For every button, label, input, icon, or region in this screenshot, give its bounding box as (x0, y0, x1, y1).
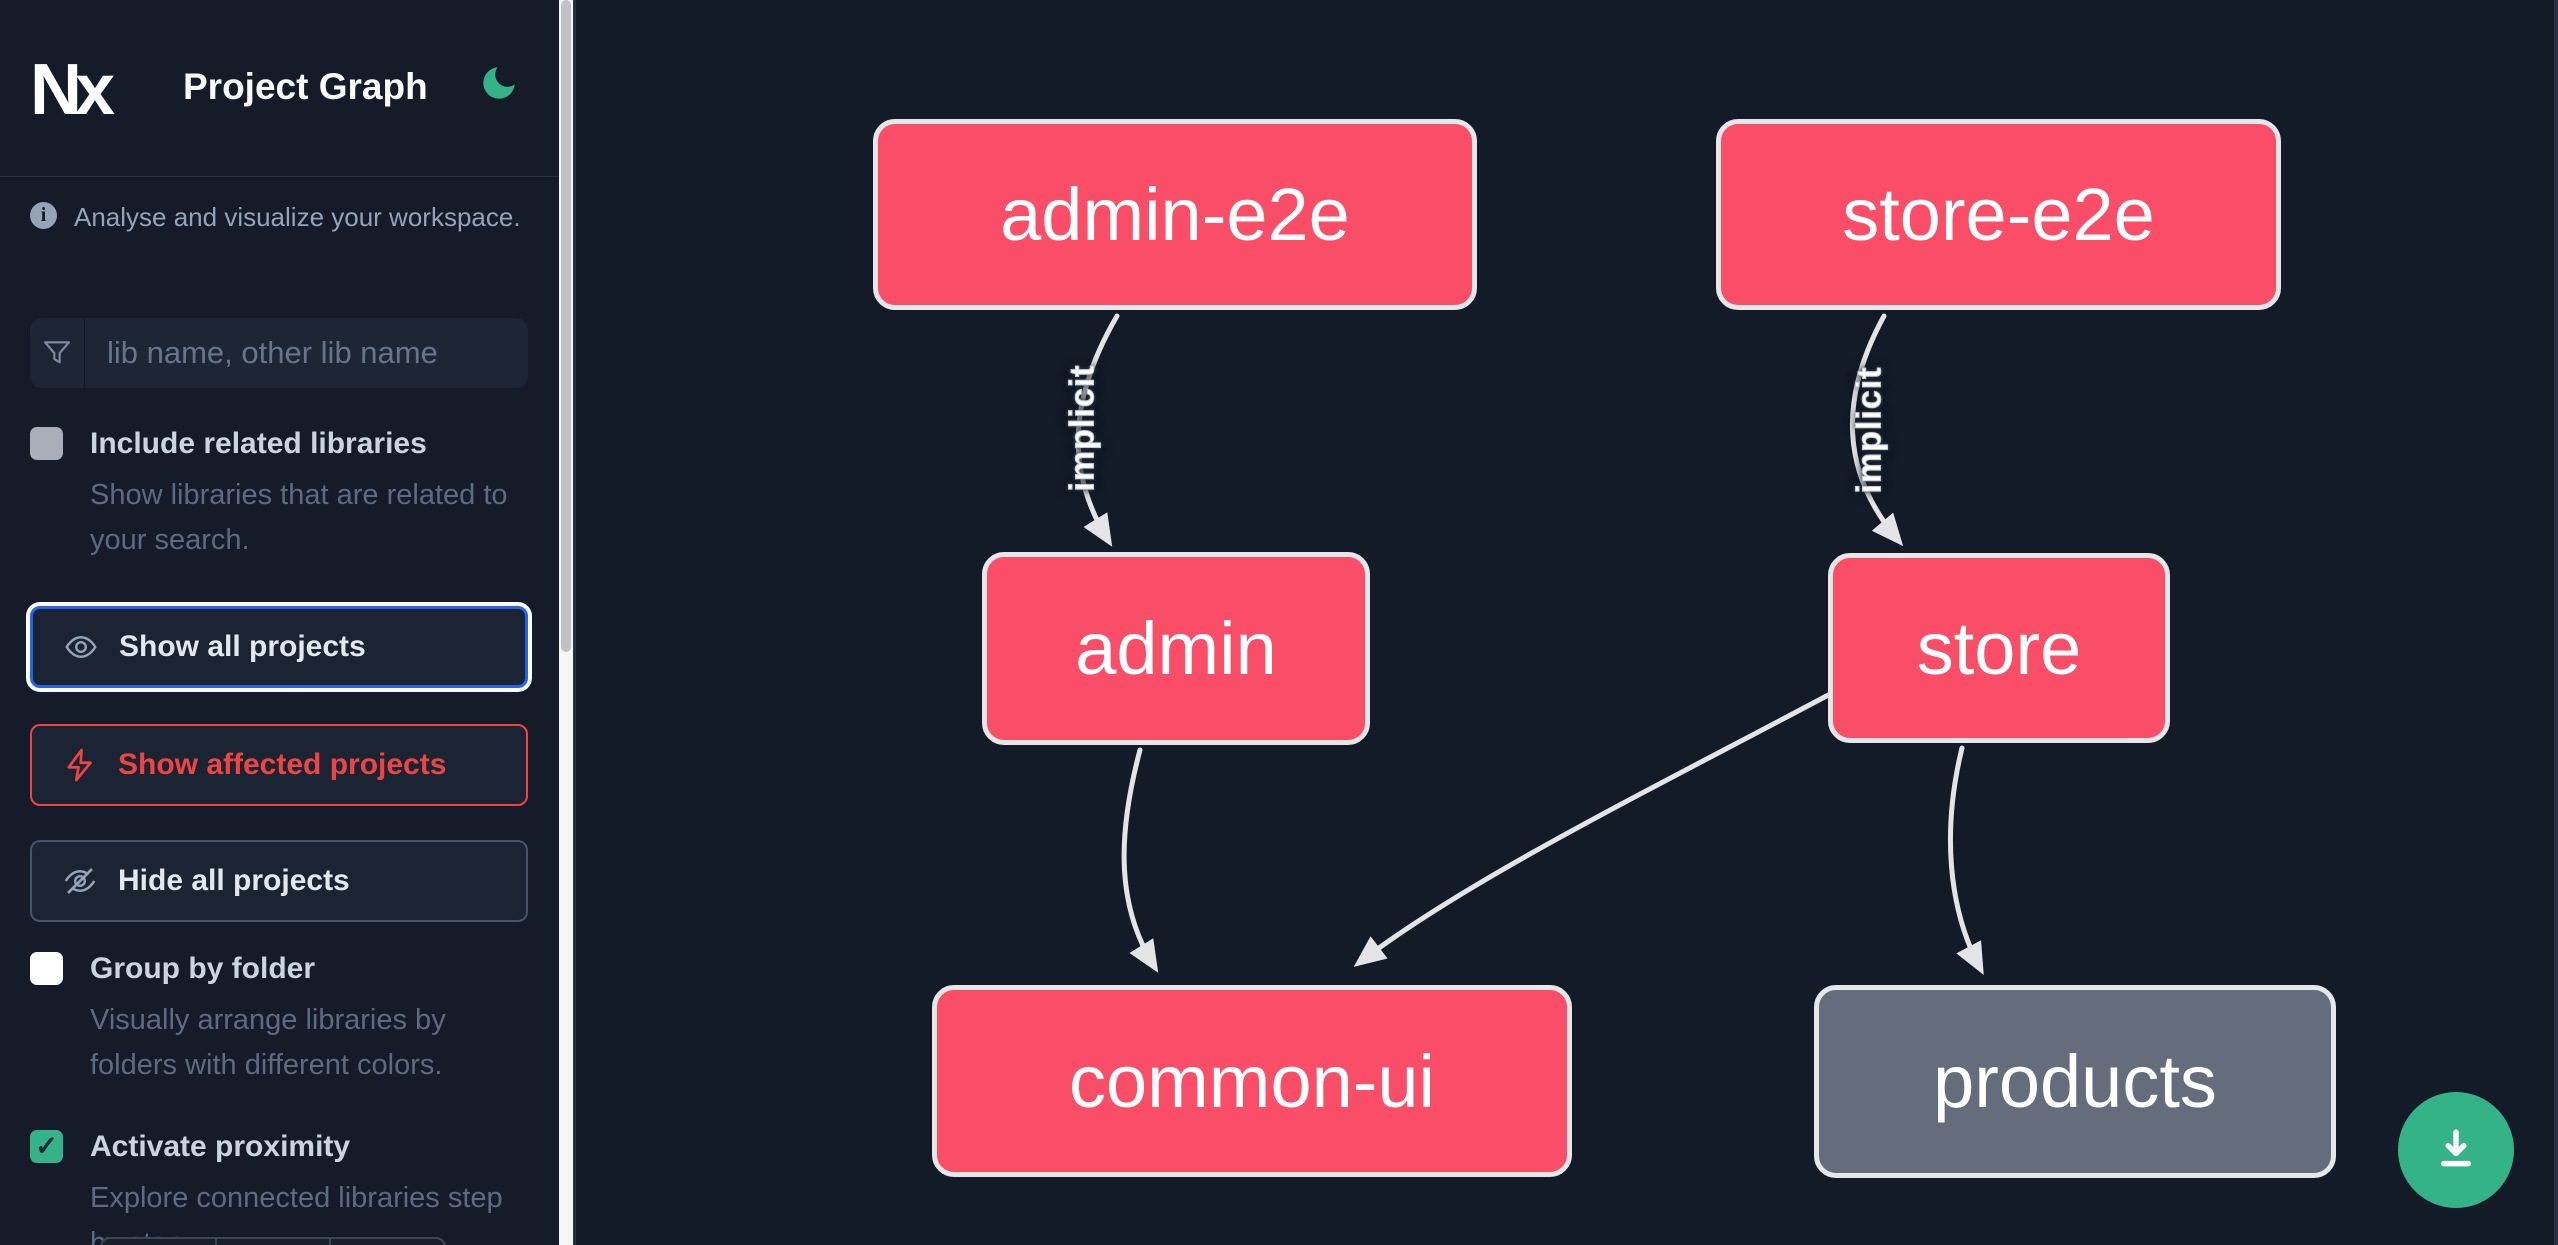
tagline-row: Analyse and visualize your workspace. (30, 200, 530, 234)
hide-all-projects-button[interactable]: Hide all projects (30, 840, 528, 922)
eye-icon (63, 629, 99, 665)
node-common-ui[interactable]: common-ui (932, 985, 1572, 1177)
toggle-label[interactable]: Group by folder (90, 952, 315, 985)
scrollbar-thumb[interactable] (561, 0, 571, 652)
edge-label-implicit: implicit (1850, 366, 1889, 494)
node-store-e2e[interactable]: store-e2e (1716, 119, 2281, 310)
toggle-description: Visually arrange libraries by folders wi… (90, 1004, 446, 1081)
eye-off-icon (62, 863, 98, 899)
node-store[interactable]: store (1828, 553, 2170, 743)
header: Nx Project Graph (30, 40, 530, 140)
edge-store-to-common-ui (1353, 689, 1837, 967)
node-admin-e2e[interactable]: admin-e2e (873, 119, 1477, 310)
toggle-label[interactable]: Activate proximity (90, 1130, 351, 1163)
sidebar: Nx Project Graph Analyse and visualize y… (0, 0, 559, 1245)
node-label: common-ui (1069, 1039, 1435, 1123)
funnel-icon (30, 318, 85, 388)
edge-admin-to-common-ui (1121, 747, 1159, 973)
node-admin[interactable]: admin (982, 552, 1370, 745)
moon-icon[interactable] (478, 62, 520, 104)
search-box (30, 318, 528, 388)
checkbox-activate-proximity[interactable] (30, 1130, 63, 1163)
segment-button[interactable] (217, 1239, 332, 1245)
nx-logo: Nx (30, 50, 115, 130)
node-products[interactable]: products (1814, 985, 2336, 1178)
bolt-icon (62, 747, 98, 783)
checkbox-include-related[interactable] (30, 427, 63, 460)
info-icon (30, 202, 57, 229)
bottom-segmented-control (100, 1237, 446, 1245)
download-image-button[interactable] (2398, 1092, 2514, 1208)
edge-store-to-products (1947, 745, 1984, 976)
show-all-projects-button[interactable]: Show all projects (30, 606, 528, 688)
page-title: Project Graph (183, 66, 428, 107)
search-input[interactable] (85, 318, 528, 388)
button-label: Show all projects (119, 630, 366, 663)
window-scrollbar[interactable] (2554, 0, 2558, 1245)
node-label: admin (1075, 607, 1277, 690)
edge-label-implicit: implicit (1063, 364, 1102, 492)
edge-admin-e2e-to-admin (1075, 313, 1120, 547)
checkbox-group-by-folder[interactable] (30, 952, 63, 985)
sidebar-scrollbar[interactable] (559, 0, 573, 1245)
segment-button[interactable] (331, 1239, 444, 1245)
header-divider (0, 176, 559, 177)
button-label: Show affected projects (118, 748, 447, 781)
edge-store-e2e-to-store (1849, 313, 1904, 547)
node-label: store (1916, 606, 2082, 690)
toggle-label[interactable]: Include related libraries (90, 427, 427, 460)
segment-button[interactable] (102, 1239, 217, 1245)
node-label: products (1933, 1040, 2217, 1123)
toggle-description: Explore connected libraries step by step… (90, 1182, 503, 1245)
show-affected-projects-button[interactable]: Show affected projects (30, 724, 528, 806)
download-icon (2429, 1122, 2483, 1179)
node-label: admin-e2e (1000, 173, 1350, 256)
tagline-text: Analyse and visualize your workspace. (74, 202, 521, 232)
toggle-description: Show libraries that are related to your … (90, 479, 508, 556)
node-label: store-e2e (1842, 173, 2155, 256)
canvas-divider (573, 0, 576, 1245)
button-label: Hide all projects (118, 864, 350, 897)
